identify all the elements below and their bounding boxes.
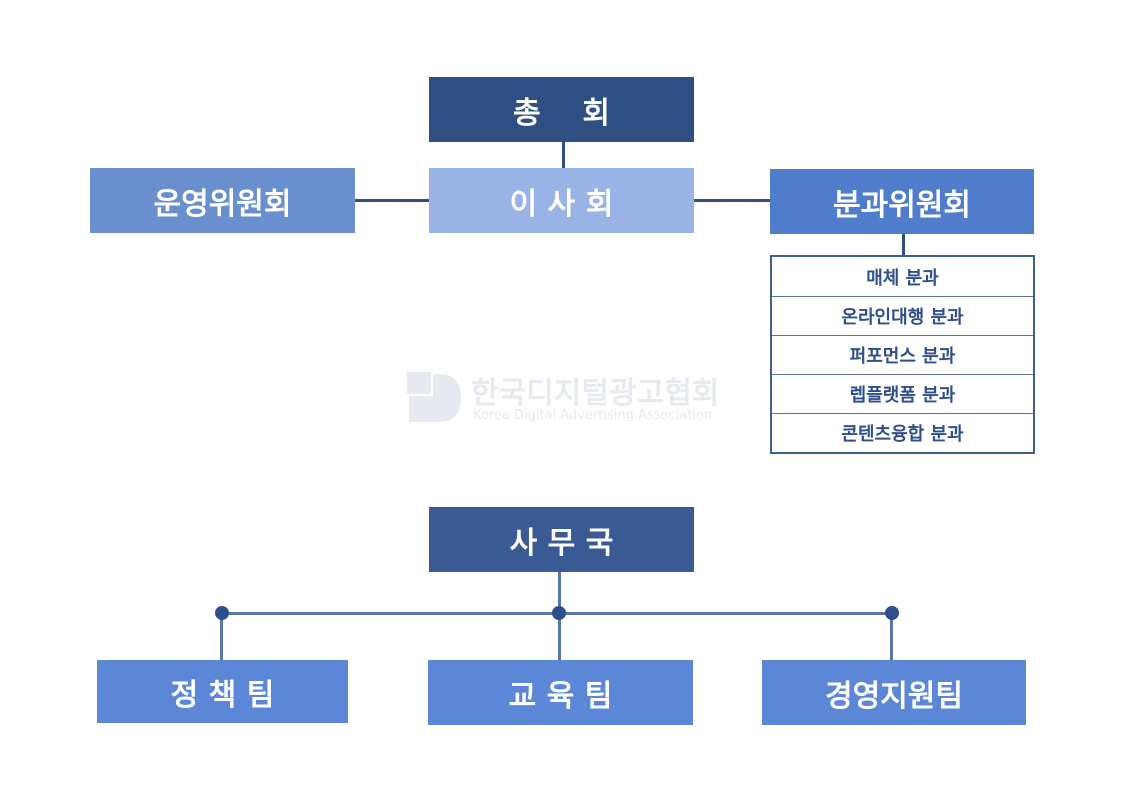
connector-board-division [694,199,770,202]
division-list: 매체 분과 온라인대행 분과 퍼포먼스 분과 렙플랫폼 분과 콘텐츠융합 분과 [770,255,1035,454]
division-committee-box: 분과위원회 [770,169,1034,234]
team-management-support-box: 경영지원팀 [762,660,1026,725]
division-item-performance: 퍼포먼스 분과 [772,335,1033,374]
division-item-media: 매체 분과 [866,267,939,289]
connector-operations-board [355,199,430,202]
junction-dot-right [885,606,899,620]
junction-dot-center [552,606,566,620]
team-education-box: 교 육 팀 [428,660,693,725]
connector-team-right [890,614,893,662]
connector-team-left [220,614,223,662]
operations-committee-box: 운영위원회 [90,168,355,233]
team-policy-box: 정 책 팀 [97,660,348,723]
junction-dot-left [215,606,229,620]
division-item-online-agency: 온라인대행 분과 [772,296,1033,335]
secretariat-box: 사 무 국 [429,507,694,572]
division-item-rep-platform: 렙플랫폼 분과 [772,374,1033,413]
association-logo-icon [407,372,461,422]
connector-division-list [902,234,905,256]
general-assembly-box: 총 회 [429,77,694,142]
division-item-content-convergence: 콘텐츠융합 분과 [772,413,1033,452]
watermark-logo: 한국디지털광고협회 Korea Digital Advertising Asso… [405,368,735,428]
watermark-subtitle: Korea Digital Advertising Association [473,408,712,423]
connector-assembly-board [562,142,565,169]
watermark-name: 한국디지털광고협회 [471,376,720,411]
board-box: 이 사 회 [429,168,694,233]
